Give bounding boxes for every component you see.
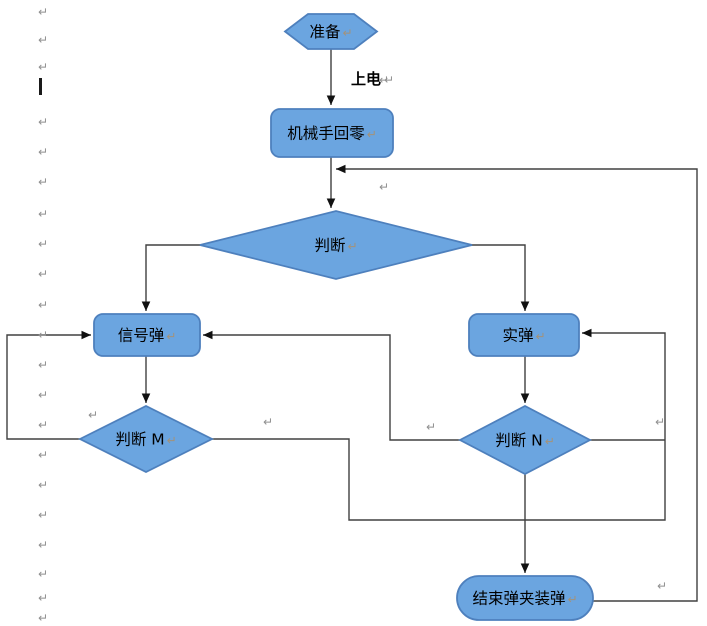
paragraph-mark-icon: ↵: [342, 26, 352, 40]
paragraph-mark-icon: ↵: [38, 298, 49, 312]
edge-label-power-on[interactable]: 上电↵: [351, 70, 394, 88]
edge-judge-to-signal[interactable]: [145, 244, 200, 311]
paragraph-mark-icon: ↵: [38, 5, 49, 19]
node-label-text: 机械手回零: [287, 125, 365, 143]
node-robot-home[interactable]: [270, 108, 394, 158]
edge-signal-to-m-arrowhead: [141, 393, 151, 403]
node-robot-home-label: 机械手回零↵: [287, 125, 377, 143]
paragraph-mark-icon: ↵: [38, 358, 49, 372]
node-prepare[interactable]: [283, 13, 379, 50]
edge-end-feedback-arrowhead: [336, 164, 346, 174]
node-signal-shell[interactable]: [93, 313, 201, 357]
paragraph-mark-icon: ↵: [166, 330, 176, 344]
node-label-text: 判断: [314, 237, 345, 255]
paragraph-mark-icon: ↵: [567, 593, 577, 607]
paragraph-mark-icon: ↵: [38, 328, 49, 342]
paragraph-mark-icon: ↵: [38, 115, 49, 129]
paragraph-mark-icon: ↵: [384, 73, 394, 87]
paragraph-mark-icon: ↵: [38, 60, 49, 74]
paragraph-mark-icon: ↵: [38, 267, 49, 281]
node-label-text: 判断 N: [495, 432, 543, 450]
node-label-text: 结束弹夹装弹: [472, 590, 565, 608]
paragraph-mark-icon: ↵: [426, 420, 437, 434]
paragraph-mark-icon: ↵: [655, 415, 666, 429]
node-live-shell[interactable]: [468, 313, 580, 357]
paragraph-mark-icon: ↵: [367, 128, 377, 142]
node-judge-n[interactable]: [458, 404, 592, 476]
paragraph-mark-icon: ↵: [38, 175, 49, 189]
edge-n-to-signal[interactable]: [203, 334, 460, 441]
paragraph-mark-icon: ↵: [38, 478, 49, 492]
node-label-text: 实弹: [502, 327, 533, 345]
edge-n-to-signal-arrowhead: [203, 330, 213, 340]
paragraph-mark-icon: ↵: [38, 448, 49, 462]
paragraph-mark-icon: ↵: [88, 408, 99, 422]
edge-judge-to-live-arrowhead: [520, 301, 530, 311]
paragraph-mark-icon: ↵: [379, 73, 390, 87]
edge-m-loop-signal-arrowhead: [81, 330, 91, 340]
text-cursor: [39, 78, 42, 95]
node-judge-m-label: 判断 M↵: [115, 431, 176, 449]
edge-m-to-live-arrowhead: [582, 328, 592, 338]
paragraph-mark-icon: ↵: [535, 330, 545, 344]
edge-prepare-to-home-arrowhead: [326, 95, 336, 105]
paragraph-mark-icon: ↵: [379, 180, 390, 194]
edge-label-text: 上电: [351, 70, 381, 88]
paragraph-mark-icon: ↵: [38, 591, 49, 605]
node-signal-shell-label: 信号弹↵: [118, 327, 177, 345]
paragraph-mark-icon: ↵: [38, 508, 49, 522]
paragraph-mark-icon: ↵: [38, 388, 49, 402]
edge-end-feedback[interactable]: [336, 168, 698, 602]
paragraph-mark-icon: ↵: [263, 415, 274, 429]
edge-home-to-judge-arrowhead: [326, 198, 336, 208]
node-prepare-label: 准备↵: [309, 23, 352, 41]
edge-m-to-live[interactable]: [212, 332, 666, 521]
paragraph-mark-icon: ↵: [38, 418, 49, 432]
paragraph-mark-icon: ↵: [38, 538, 49, 552]
node-judge[interactable]: [199, 210, 473, 280]
paragraph-mark-icon: ↵: [38, 611, 49, 625]
node-label-text: 判断 M: [115, 431, 164, 449]
node-label-text: 准备: [309, 23, 341, 41]
paragraph-mark-icon: ↵: [545, 435, 555, 449]
paragraph-mark-icon: ↵: [38, 237, 49, 251]
node-end-load[interactable]: [456, 575, 594, 621]
node-label-text: 信号弹: [118, 327, 165, 345]
paragraph-mark-icon: ↵: [38, 207, 49, 221]
node-judge-m[interactable]: [77, 404, 215, 474]
node-judge-label: 判断↵: [314, 237, 357, 255]
node-live-shell-label: 实弹↵: [502, 327, 545, 345]
node-end-load-label: 结束弹夹装弹↵: [472, 590, 577, 608]
edge-m-loop-signal[interactable]: [6, 334, 91, 440]
paragraph-mark-icon: ↵: [657, 579, 668, 593]
paragraph-mark-icon: ↵: [38, 145, 49, 159]
edge-judge-to-live[interactable]: [472, 244, 526, 311]
paragraph-mark-icon: ↵: [347, 240, 357, 254]
paragraph-mark-icon: ↵: [167, 434, 177, 448]
paragraph-mark-icon: ↵: [38, 567, 49, 581]
edge-n-to-end-arrowhead: [520, 563, 530, 573]
edge-live-to-n-arrowhead: [520, 393, 530, 403]
node-judge-n-label: 判断 N↵: [495, 432, 555, 450]
edge-judge-to-signal-arrowhead: [141, 301, 151, 311]
paragraph-mark-icon: ↵: [38, 33, 49, 47]
